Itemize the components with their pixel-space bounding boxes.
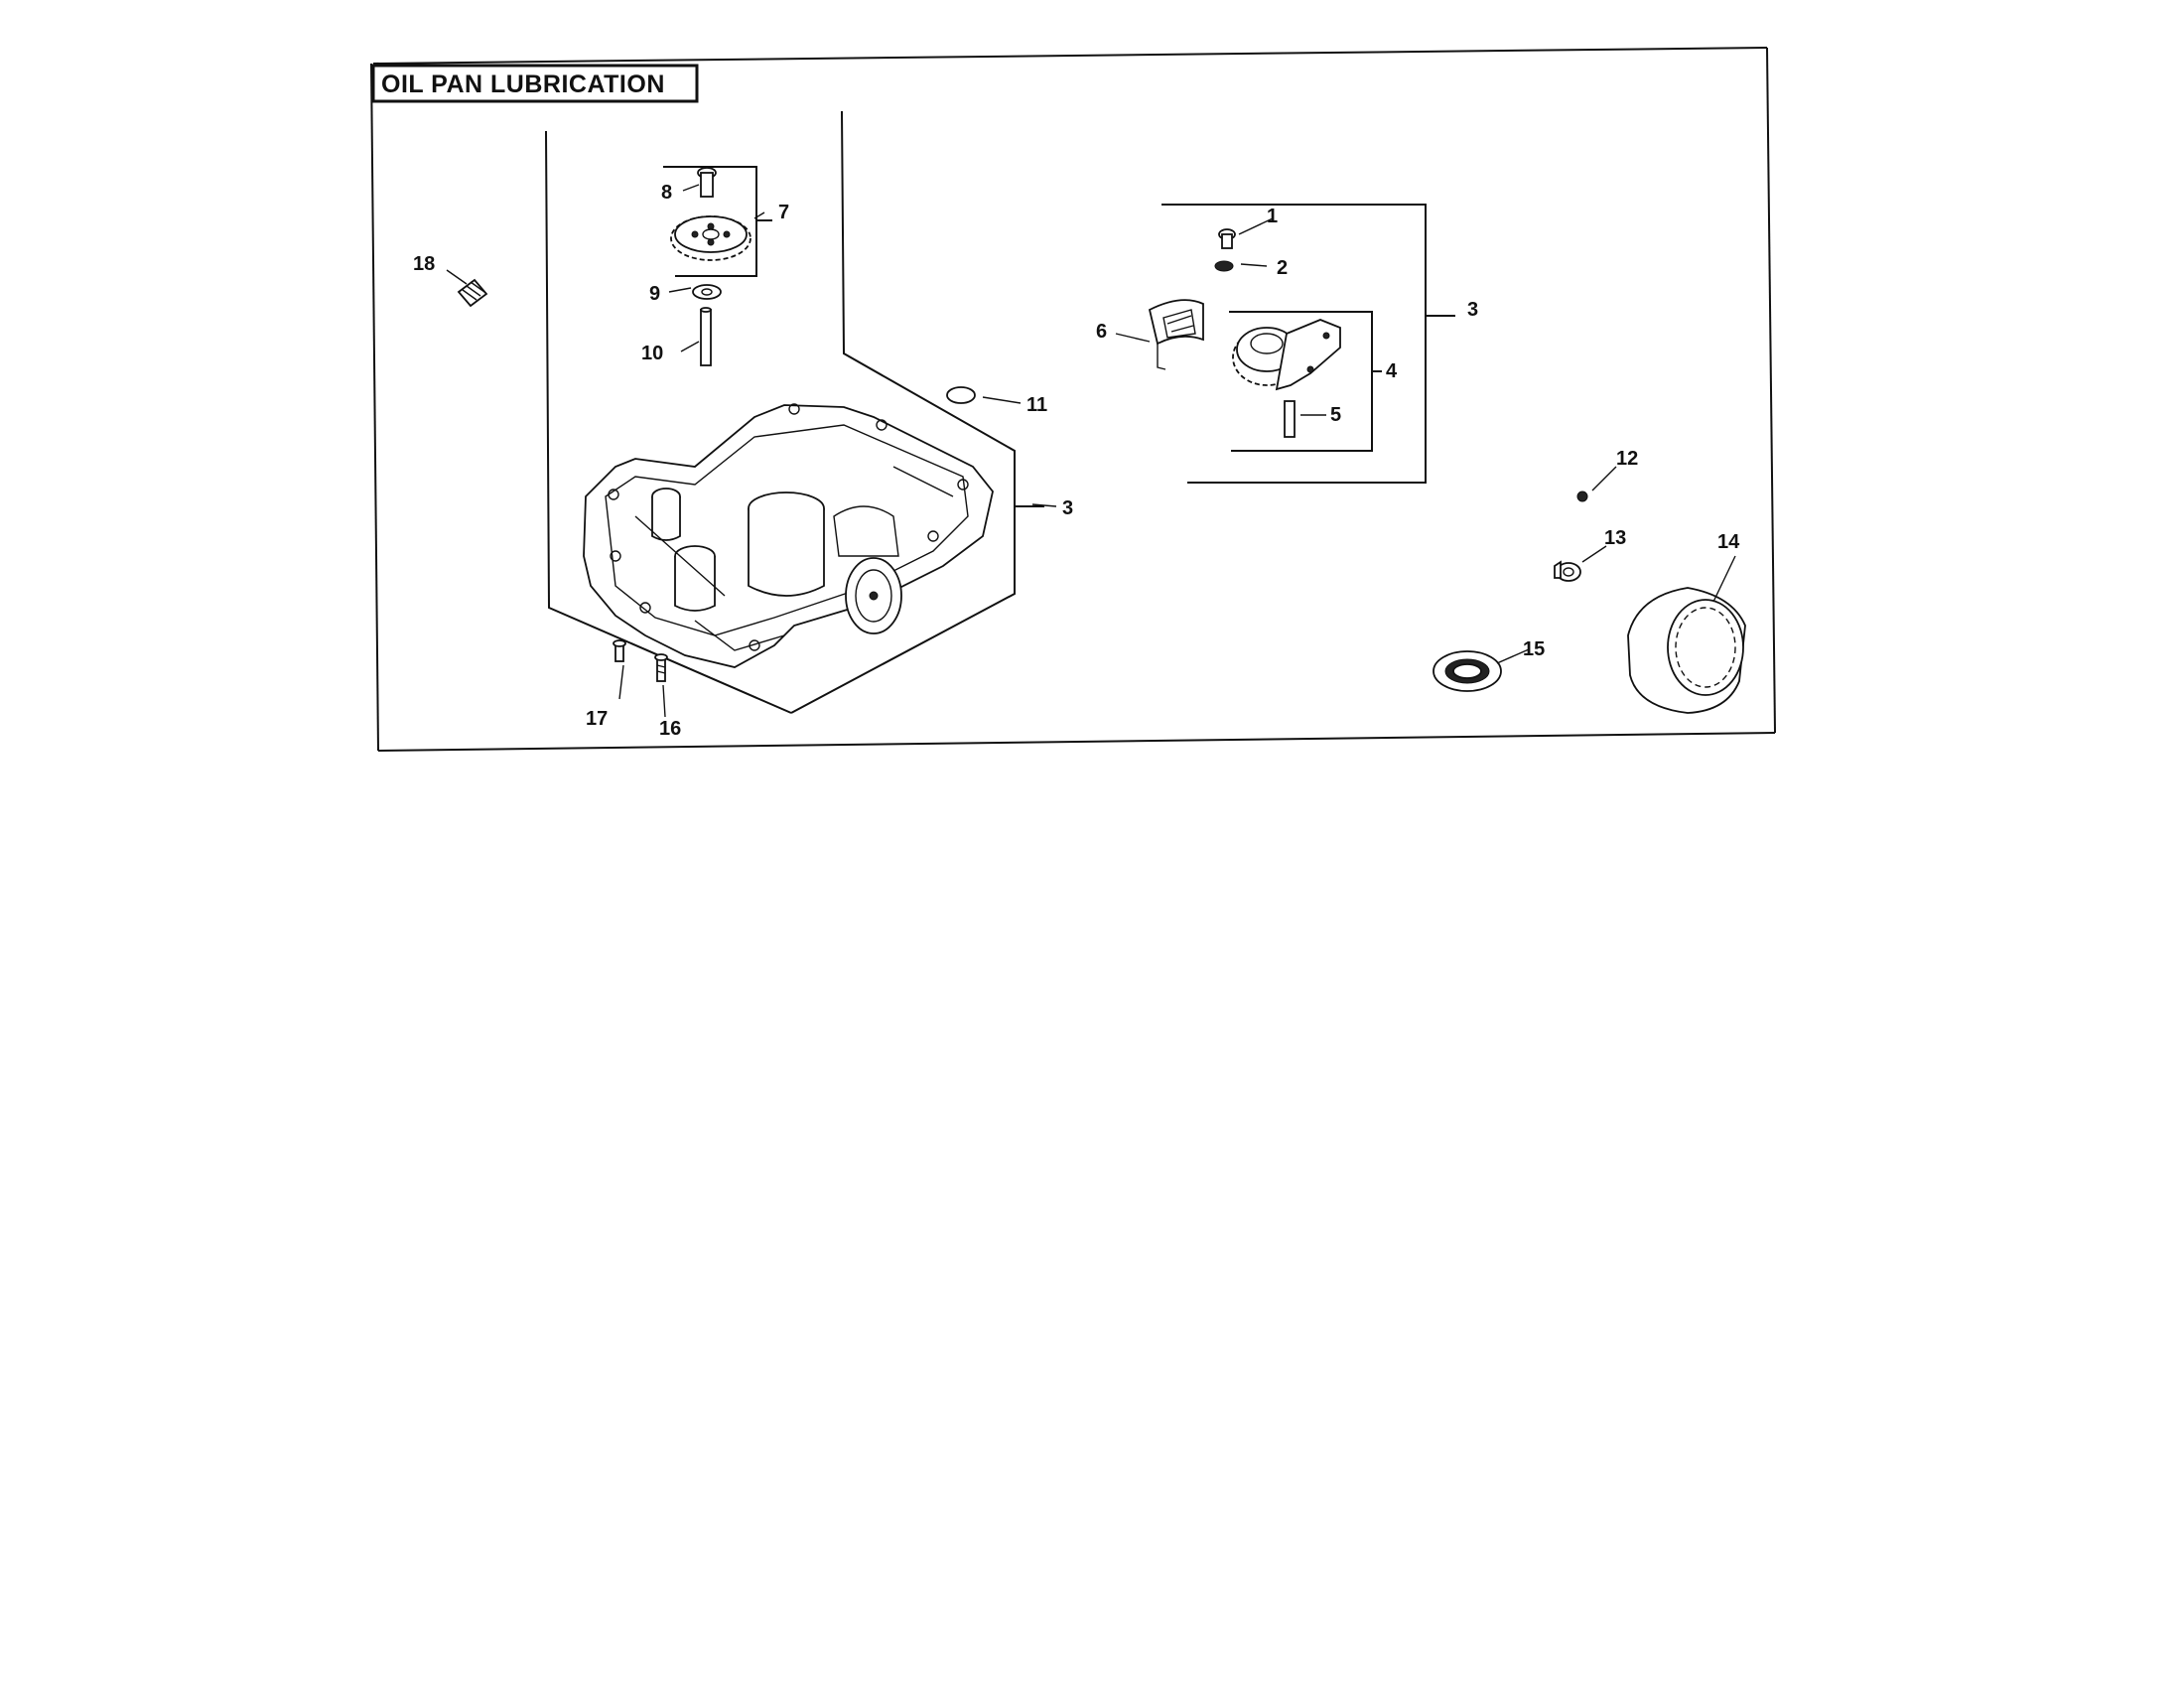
pickup-screen-icon [1148,299,1204,370]
oil-pan-icon [583,403,994,668]
part-number-label: 12 [1616,448,1638,470]
part-number-label: 9 [649,283,660,305]
part-number-label: 3 [1062,497,1073,519]
part-number-label: 15 [1523,638,1545,660]
washer-icon [692,284,722,300]
part-number-label: 8 [661,182,672,204]
pin-icon [1284,400,1296,438]
gear-icon [670,215,751,261]
part-number-label: 10 [641,343,663,364]
oil-pan-bracket [545,110,1044,714]
strainer-icon [457,278,488,308]
bolt-small-icon [613,639,626,662]
o-ring-icon [946,386,976,404]
seal-icon [1433,650,1502,692]
part-number-label: 1 [1267,206,1278,227]
bolt-long-icon [654,653,668,682]
part-number-label: 11 [1026,394,1047,416]
part-number-label: 3 [1467,299,1478,321]
leader-lines [446,184,1736,718]
lock-washer-icon [1214,260,1234,272]
oil-pump-icon [1232,319,1341,391]
gear-bracket [663,166,772,277]
part-number-label: 7 [778,202,789,223]
part-number-label: 6 [1096,321,1107,343]
part-number-label: 2 [1277,257,1288,279]
plug-icon [1576,491,1588,502]
screw-icon [1218,228,1236,249]
shaft-icon [700,307,712,366]
part-number-label: 5 [1330,404,1341,426]
part-number-label: 17 [586,708,608,730]
diagram-title: OIL PAN LUBRICATION [381,70,665,98]
oil-pump-bracket [1161,204,1455,484]
part-number-label: 16 [659,718,681,740]
part-number-label: 18 [413,253,435,275]
oil-filter-icon [1627,587,1746,714]
part-number-label: 14 [1717,531,1740,553]
diagram-frame [370,47,1776,752]
part-number-label: 13 [1604,527,1626,549]
drain-plug-icon [1554,560,1581,582]
part-number-label: 4 [1386,360,1398,382]
bolt-icon [697,167,717,198]
title-box: OIL PAN LUBRICATION [371,64,699,103]
